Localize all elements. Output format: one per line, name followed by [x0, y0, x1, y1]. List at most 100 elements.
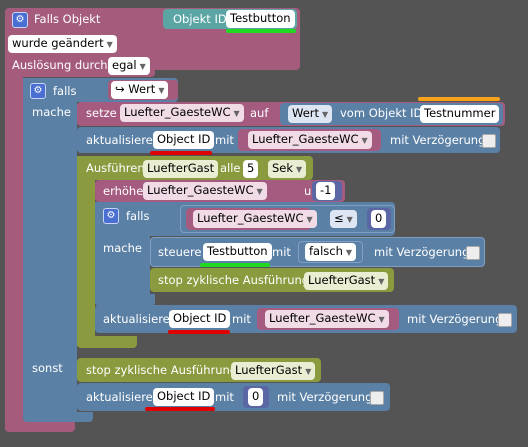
- interval-unit-value: Sek: [272, 161, 294, 175]
- inner-if-label: falls: [126, 209, 150, 223]
- update-var-value-1: Luefter_GaesteWC: [252, 132, 359, 146]
- testbutton-green-underline: [226, 29, 296, 33]
- compare-var-dropdown[interactable]: Luefter_GaesteWC▼: [193, 210, 317, 228]
- change-mode-value: wurde geändert: [12, 36, 104, 50]
- chevron-down-icon: ▼: [322, 110, 329, 119]
- if-block-outer-footer: [23, 412, 93, 422]
- set-label: setze: [86, 106, 117, 120]
- chevron-down-icon: ▼: [378, 277, 385, 286]
- chevron-down-icon: ▼: [158, 86, 165, 95]
- stop-name-dropdown-1[interactable]: LuefterGast▼: [304, 272, 389, 290]
- wert-dropdown[interactable]: ↪ Wert▼: [111, 81, 169, 99]
- delay-checkbox-3[interactable]: [370, 391, 384, 405]
- object-id-label: Objekt ID: [173, 12, 227, 26]
- update-object-field-3[interactable]: Object ID: [153, 388, 215, 406]
- update-mit-3: mit: [215, 390, 234, 404]
- trigger-label: Auslösung durch: [12, 58, 108, 72]
- chevron-down-icon: ▼: [233, 109, 240, 118]
- delay-checkbox-2[interactable]: [498, 313, 512, 327]
- stop-name-value-1: LuefterGast: [308, 273, 376, 287]
- compare-var-value: Luefter_GaesteWC: [197, 211, 304, 225]
- update-value-field-3[interactable]: 0: [248, 388, 264, 406]
- event-block-body: [5, 60, 23, 430]
- interval-name-field[interactable]: LuefterGast: [143, 160, 219, 178]
- stop-name-value-2: LuefterGast: [235, 363, 303, 377]
- chevron-down-icon: ▼: [106, 40, 113, 49]
- control-value-dropdown[interactable]: falsch▼: [305, 243, 357, 261]
- control-delay-label: mit Verzögerung: [374, 245, 470, 259]
- update-delay-label-2: mit Verzögerung: [407, 312, 503, 326]
- control-object-field[interactable]: Testbutton: [203, 243, 272, 261]
- chevron-down-icon: ▼: [256, 187, 263, 196]
- compare-value-field[interactable]: 0: [371, 210, 387, 228]
- set-var-dropdown[interactable]: Luefter_GaesteWC▼: [120, 104, 244, 122]
- interval-value-field[interactable]: 5: [243, 160, 259, 178]
- update-label-2: aktualisiere: [103, 312, 170, 326]
- compare-operator-dropdown[interactable]: ≤▼: [330, 210, 357, 228]
- update-object-field-2[interactable]: Object ID: [169, 310, 231, 328]
- event-title: Falls Objekt: [34, 12, 101, 26]
- if-gear-icon[interactable]: ⚙: [30, 83, 46, 99]
- from-object-field[interactable]: Testnummer: [420, 105, 500, 123]
- stop-label-1: stop zyklische Ausführung: [158, 273, 310, 287]
- auf-label: auf: [250, 106, 269, 120]
- from-object-label: vom Objekt ID: [340, 106, 423, 120]
- interval-block-footer: [77, 336, 137, 348]
- object-id-red-underline-1: [150, 151, 212, 155]
- get-value-dropdown[interactable]: Wert▼: [288, 105, 333, 123]
- interval-label: Ausführen: [86, 161, 145, 175]
- update-var-dropdown-1[interactable]: Luefter_GaesteWC▼: [248, 131, 372, 149]
- chevron-down-icon: ▼: [139, 62, 146, 71]
- chevron-down-icon: ▼: [306, 215, 313, 224]
- update-label-1: aktualisiere: [86, 133, 153, 147]
- if-block-outer-body: [23, 78, 77, 420]
- update-mit-2: mit: [232, 312, 251, 326]
- if-label: falls: [53, 84, 77, 98]
- chevron-down-icon: ▼: [305, 367, 312, 376]
- stop-name-dropdown-2[interactable]: LuefterGast▼: [231, 362, 316, 380]
- testnummer-orange-underline: [418, 97, 500, 101]
- inner-if-gear-icon[interactable]: ⚙: [103, 208, 119, 224]
- wert-value: Wert: [128, 82, 156, 96]
- update-block-3[interactable]: [77, 383, 390, 411]
- chevron-down-icon: ▼: [361, 136, 368, 145]
- update-delay-label-1: mit Verzögerung: [390, 133, 486, 147]
- object-id-red-underline-3: [145, 407, 215, 411]
- inner-do-label: mache: [103, 241, 142, 255]
- return-arrow-icon: ↪: [115, 82, 125, 96]
- control-delay-checkbox[interactable]: [466, 246, 480, 260]
- increment-var-value: Luefter_GaesteWC: [147, 183, 254, 197]
- increment-var-dropdown[interactable]: Luefter_GaesteWC▼: [143, 182, 267, 200]
- object-id-red-underline-2: [168, 330, 230, 334]
- interval-unit-dropdown[interactable]: Sek▼: [268, 160, 307, 178]
- control-label: steuere: [158, 245, 202, 259]
- chevron-down-icon: ▼: [345, 248, 353, 257]
- control-mit-label: mit: [272, 245, 291, 259]
- change-mode-dropdown[interactable]: wurde geändert▼: [8, 35, 117, 53]
- update-mit-1: mit: [215, 133, 234, 147]
- update-delay-label-3: mit Verzögerung: [277, 390, 373, 404]
- object-id-field[interactable]: Testbutton: [226, 10, 295, 28]
- increment-label: erhöhe: [103, 184, 144, 198]
- trigger-dropdown[interactable]: egal▼: [108, 57, 150, 75]
- trigger-value: egal: [112, 58, 137, 72]
- control-value: falsch: [309, 244, 343, 258]
- get-value-value: Wert: [292, 106, 320, 120]
- update-object-field-1[interactable]: Object ID: [153, 131, 215, 149]
- delay-checkbox-1[interactable]: [482, 134, 496, 148]
- chevron-down-icon: ▼: [296, 165, 303, 174]
- event-gear-icon[interactable]: ⚙: [12, 12, 28, 28]
- interval-every-label: alle: [220, 161, 241, 175]
- interval-block-body: [77, 156, 95, 346]
- chevron-down-icon: ▼: [346, 215, 353, 224]
- set-var-value: Luefter_GaesteWC: [124, 105, 231, 119]
- update-var-dropdown-2[interactable]: Luefter_GaesteWC▼: [265, 310, 389, 328]
- else-label: sonst: [32, 361, 63, 375]
- chevron-down-icon: ▼: [378, 315, 385, 324]
- stop-label-2: stop zyklische Ausführung: [86, 363, 238, 377]
- update-var-value-2: Luefter_GaesteWC: [269, 311, 376, 325]
- do-label: mache: [32, 105, 71, 119]
- compare-operator-value: ≤: [334, 211, 344, 225]
- if-block-inner-footer: [95, 294, 155, 306]
- increment-value-field[interactable]: -1: [316, 182, 336, 200]
